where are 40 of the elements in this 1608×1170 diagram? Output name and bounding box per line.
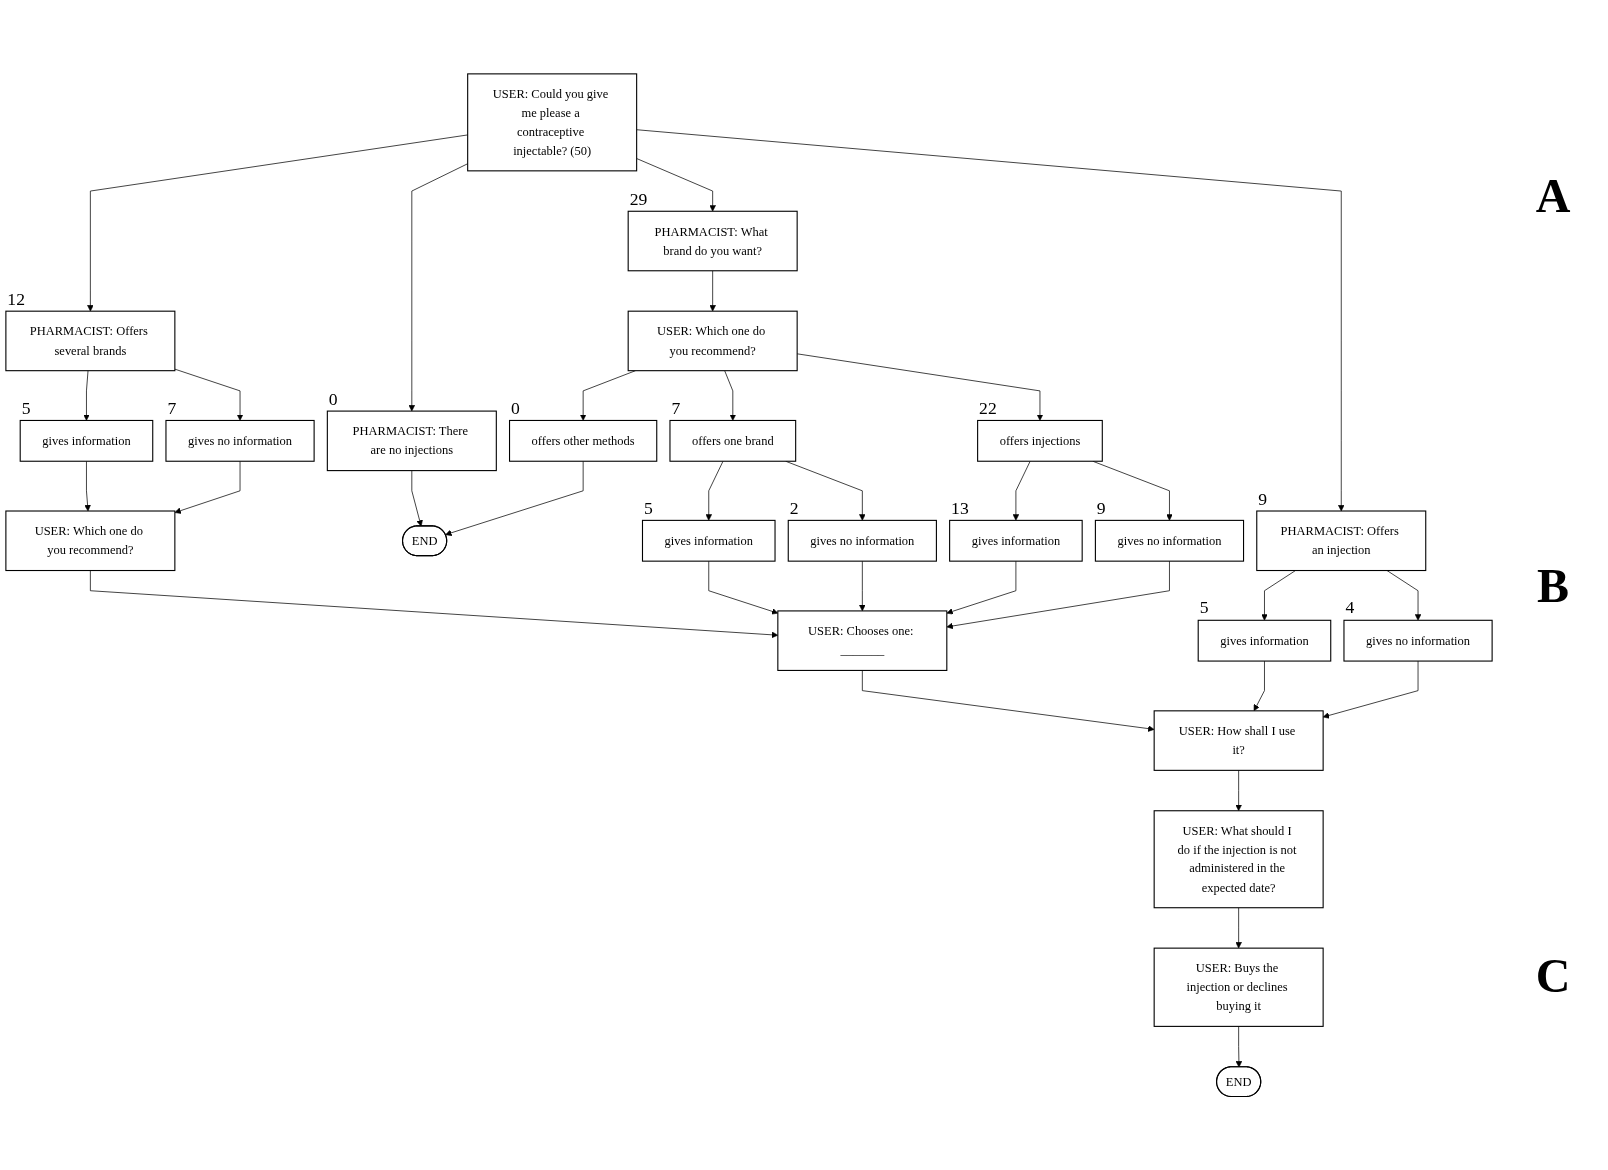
node-box: offers one brand	[669, 419, 797, 462]
section-letter: B	[1537, 557, 1569, 613]
node-box: USER: Which one do you recommend?	[627, 310, 798, 372]
node-box: offers other methods	[509, 419, 658, 462]
count-label: 5	[642, 498, 653, 518]
count-label: 9	[1095, 498, 1106, 518]
count-label: 29	[628, 189, 648, 209]
node-box: PHARMACIST: What brand do you want?	[627, 210, 798, 272]
node-box: gives information	[949, 519, 1083, 562]
count-label: 2	[788, 498, 799, 518]
count-label: 7	[166, 398, 177, 418]
count-label: 0	[510, 398, 520, 418]
count-label: 22	[978, 398, 997, 418]
node-box: PHARMACIST: Offers several brands	[5, 310, 176, 372]
count-label: 5	[1198, 598, 1209, 618]
node-box: gives information	[1197, 619, 1332, 662]
node-box: offers injections	[977, 419, 1103, 462]
count-label: 7	[670, 398, 681, 418]
node-box: USER: How shall I use it?	[1153, 710, 1324, 771]
node-box: gives no information	[1094, 519, 1245, 562]
node-box: USER: Could you give me please a contraceptive injectable? (50)	[467, 73, 638, 172]
node-box: gives information	[19, 419, 154, 462]
node-box: PHARMACIST: There are no injections	[326, 410, 497, 471]
node-box: gives no information	[1343, 619, 1493, 662]
count-label: 4	[1344, 598, 1355, 618]
node-box: gives no information	[787, 519, 937, 562]
count-label: 5	[20, 398, 31, 418]
node-box: gives information	[641, 519, 776, 562]
count-label: 9	[1257, 488, 1268, 508]
count-label: 0	[327, 388, 338, 408]
node-box: gives no information	[165, 419, 315, 462]
count-label: 13	[950, 498, 969, 518]
node-box: USER: What should I do if the injection is not administered in the expected date?	[1153, 810, 1324, 909]
node-box: PHARMACIST: Offers an injection	[1256, 510, 1427, 571]
section-letter: C	[1535, 947, 1571, 1003]
count-label: 12	[6, 288, 25, 308]
node-box: USER: Which one do you recommend?	[5, 510, 176, 571]
section-letter: A	[1535, 167, 1571, 223]
node-box: USER: Chooses one: _______	[777, 610, 948, 671]
node-box: USER: Buys the injection or declines buying it	[1153, 947, 1324, 1027]
